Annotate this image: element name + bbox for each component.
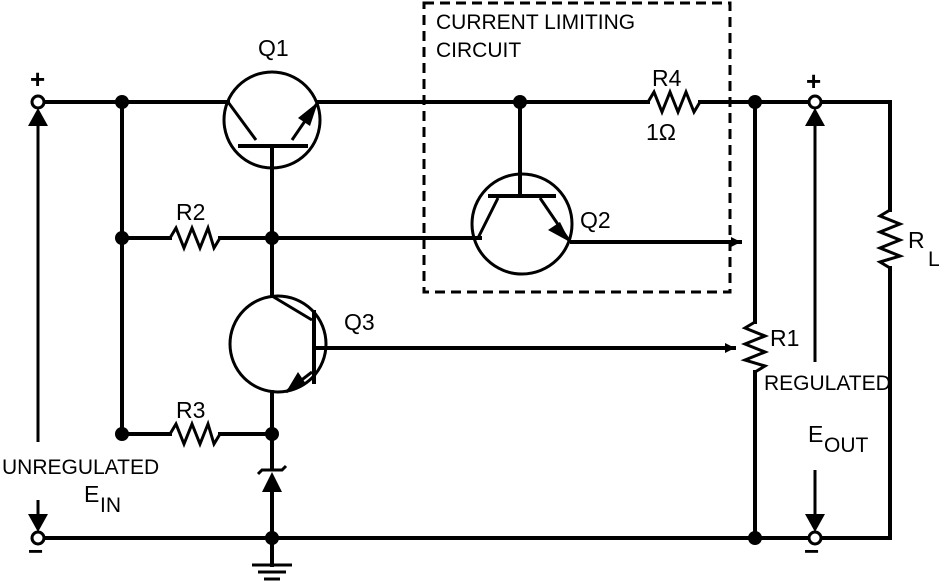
resistor-r2 — [168, 223, 222, 253]
ein-label: E — [84, 481, 99, 507]
r2-label: R2 — [176, 199, 205, 225]
eout-minus: − — [804, 536, 819, 566]
zener-diode — [256, 464, 288, 492]
rl-label: R — [908, 227, 925, 253]
current-limiting-label-line2: CIRCUIT — [436, 39, 521, 62]
q1-label: Q1 — [258, 35, 289, 61]
wires — [36, 100, 892, 567]
ein-arrow — [28, 108, 48, 532]
r4-label: R4 — [652, 65, 682, 91]
eout-subscript: OUT — [824, 434, 869, 457]
r3-label: R3 — [176, 397, 205, 423]
transistor-q2 — [470, 172, 574, 276]
terminals — [30, 94, 823, 546]
unregulated-label: UNREGULATED — [2, 456, 159, 479]
eout-label: E — [808, 421, 823, 447]
resistor-r3 — [168, 419, 222, 449]
transistor-q1 — [222, 70, 322, 170]
eout-arrow — [805, 108, 825, 532]
resistor-r4 — [646, 87, 702, 117]
current-limiting-box — [422, 1, 732, 294]
ein-minus: − — [28, 536, 43, 566]
junction-dots — [115, 95, 762, 545]
ground-symbol — [252, 563, 292, 581]
r4-value: 1Ω — [646, 119, 676, 145]
r1-label: R1 — [770, 325, 799, 351]
regulated-label: REGULATED — [764, 372, 891, 395]
resistor-r1 — [740, 320, 770, 374]
ein-plus: + — [30, 64, 45, 94]
eout-plus: + — [806, 66, 821, 96]
resistor-rl — [875, 208, 905, 270]
transistor-q3 — [228, 294, 328, 394]
rl-subscript: L — [928, 248, 940, 271]
q3-label: Q3 — [344, 309, 375, 335]
current-limiting-label-line1: CURRENT LIMITING — [436, 11, 635, 34]
q2-label: Q2 — [580, 207, 611, 233]
ein-subscript: IN — [100, 494, 121, 517]
